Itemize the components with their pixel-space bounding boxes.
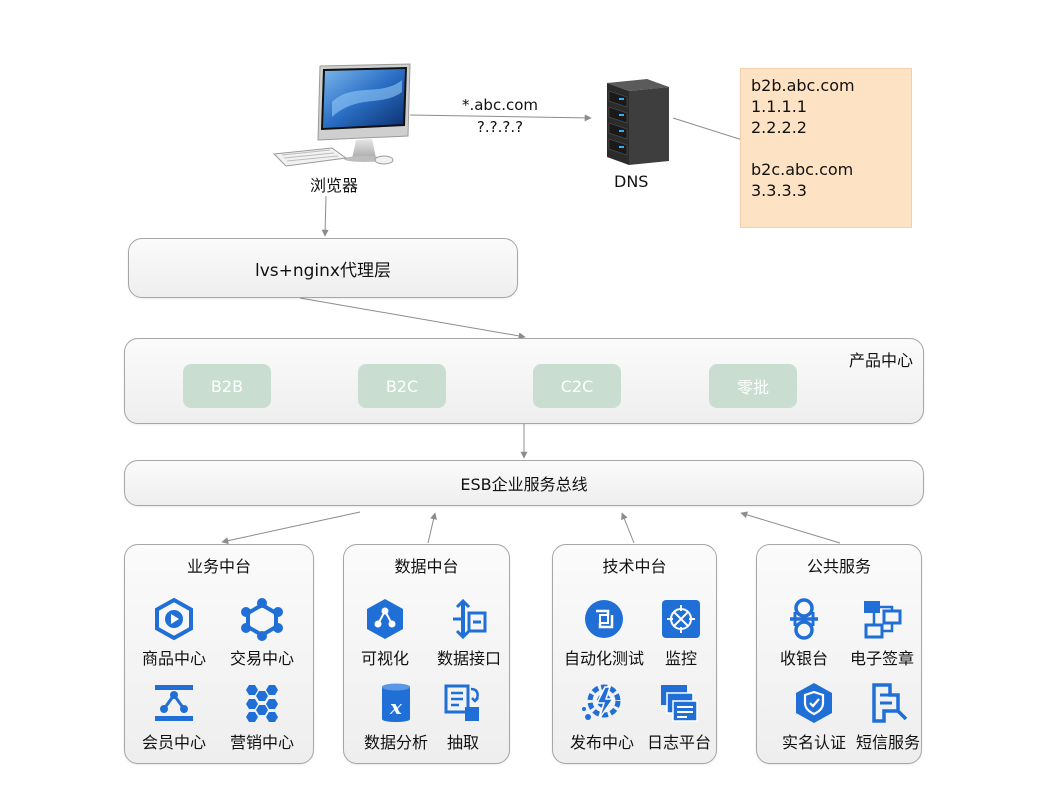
dns-record-line: 1.1.1.1 xyxy=(751,97,807,116)
product-center-title: 产品中心 xyxy=(848,351,913,370)
trade-center-icon xyxy=(241,598,283,641)
dns-record-line: 3.3.3.3 xyxy=(751,181,807,200)
connector-public-esb xyxy=(740,511,841,544)
monitor-icon xyxy=(662,600,700,638)
platform-item: 营销中心 xyxy=(213,681,311,753)
platform-title: 技术中台 xyxy=(602,557,667,576)
member-center-icon xyxy=(155,685,193,721)
marketing-center-icon xyxy=(246,685,278,722)
product-center-icon xyxy=(155,597,193,641)
dns-record-line: b2b.abc.com xyxy=(751,76,855,95)
server-icon xyxy=(607,79,669,165)
platform-item: 日志平台 xyxy=(630,681,728,753)
platform-public-services: 公共服务 收银台 电子签章 实名认证 短信服务 xyxy=(756,544,922,764)
platform-item-label: 日志平台 xyxy=(646,733,711,752)
platform-item-label: 会员中心 xyxy=(141,733,206,752)
platform-item-label: 可视化 xyxy=(360,649,409,668)
data-analysis-icon: x xyxy=(382,683,410,722)
platform-item-label: 发布中心 xyxy=(569,733,634,752)
platform-data: 数据中台 可视化 数据接口 x 数据分析 xyxy=(343,544,510,764)
platform-item-label: 自动化测试 xyxy=(563,649,644,668)
connector-proxy-product xyxy=(299,297,526,340)
dns-record-line: b2c.abc.com xyxy=(751,160,854,179)
platform-item: 实名认证 xyxy=(765,681,863,753)
product-chip-b2c: B2C xyxy=(358,364,446,408)
platform-title: 公共服务 xyxy=(806,557,871,576)
platform-item-label: 短信服务 xyxy=(855,733,920,752)
platform-item-label: 电子签章 xyxy=(849,649,914,668)
platform-item: 自动化测试 xyxy=(555,597,653,669)
proxy-layer: lvs+nginx代理层 xyxy=(128,238,518,298)
platform-item: x 数据分析 xyxy=(347,681,445,753)
sms-service-icon xyxy=(872,683,908,723)
platform-title: 业务中台 xyxy=(186,557,251,576)
dns-query-domain: *.abc.com xyxy=(461,96,539,114)
connector-data-esb xyxy=(427,512,437,544)
connector-browser-proxy xyxy=(321,195,329,237)
extract-icon xyxy=(444,684,479,721)
computer-icon xyxy=(272,63,411,167)
dns-query-label: *.abc.com ?.?.?.? xyxy=(440,94,560,138)
platform-item: 商品中心 xyxy=(125,597,223,669)
platform-title: 数据中台 xyxy=(394,557,459,576)
visualization-icon xyxy=(367,599,403,639)
platform-item: 可视化 xyxy=(336,597,434,669)
platform-item-label: 抽取 xyxy=(446,733,479,752)
product-center: 产品中心 B2B B2C C2C 零批 xyxy=(124,338,924,424)
platform-item: 数据接口 xyxy=(420,597,518,669)
platform-item-label: 实名认证 xyxy=(781,733,846,752)
browser-label: 浏览器 xyxy=(310,176,359,195)
platform-item-label: 商品中心 xyxy=(141,649,206,668)
platform-item: 收银台 xyxy=(755,597,853,669)
platform-item-label: 监控 xyxy=(664,649,697,668)
dns-query-address: ?.?.?.? xyxy=(476,118,524,136)
platform-business: 业务中台 商品中心 交易中心 会员中心 xyxy=(124,544,314,764)
platform-item: 发布中心 xyxy=(553,681,651,753)
real-name-auth-icon xyxy=(796,683,832,723)
connector-esb-business xyxy=(221,511,361,545)
dns-record-line: 2.2.2.2 xyxy=(751,118,807,137)
proxy-layer-label: lvs+nginx代理层 xyxy=(254,260,391,281)
connector-tech-esb xyxy=(621,512,635,544)
data-interface-icon xyxy=(453,598,487,640)
platform-item: 抽取 xyxy=(414,681,512,753)
esb-label: ESB企业服务总线 xyxy=(460,475,588,494)
esb-bus: ESB企业服务总线 xyxy=(124,460,924,506)
dns-record-spacer xyxy=(751,138,901,159)
product-chip-c2c: C2C xyxy=(533,364,621,408)
dns-label: DNS xyxy=(614,172,649,191)
platform-item-label: 收银台 xyxy=(779,649,828,668)
platform-item-label: 营销中心 xyxy=(229,733,294,752)
product-chip-wholesale: 零批 xyxy=(709,364,797,408)
cashier-icon xyxy=(790,598,818,640)
platform-item: 电子签章 xyxy=(833,597,931,669)
release-center-icon xyxy=(582,684,621,720)
log-platform-icon xyxy=(661,685,698,722)
platform-item-label: 数据接口 xyxy=(436,649,501,668)
platform-item-label: 数据分析 xyxy=(363,733,428,752)
e-signature-icon xyxy=(864,601,902,639)
automation-test-icon xyxy=(585,600,623,638)
dns-records-note: b2b.abc.com 1.1.1.1 2.2.2.2 b2c.abc.com … xyxy=(740,68,912,228)
platform-item: 监控 xyxy=(632,597,730,669)
platform-item: 交易中心 xyxy=(213,597,311,669)
platform-item: 短信服务 xyxy=(839,681,937,753)
platform-item-label: 交易中心 xyxy=(229,649,294,668)
platform-item: 会员中心 xyxy=(125,681,223,753)
svg-text:x: x xyxy=(389,695,403,719)
platform-technology: 技术中台 自动化测试 监控 发布中心 xyxy=(552,544,717,764)
product-chip-b2b: B2B xyxy=(183,364,271,408)
